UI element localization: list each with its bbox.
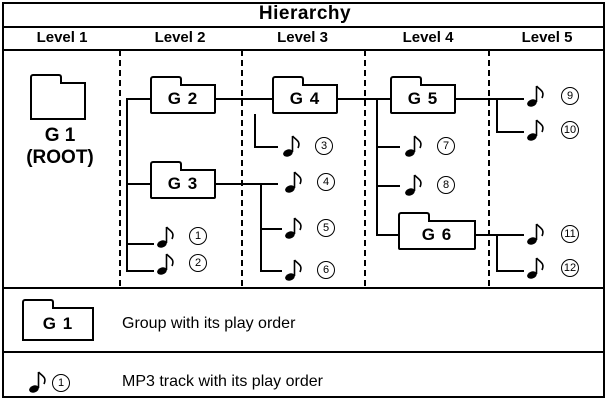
track-number: 8: [437, 175, 455, 194]
legend-folder-icon: G 1: [22, 299, 94, 341]
title-divider: [2, 26, 605, 28]
connector-line: [496, 131, 524, 133]
group-g4-label: G 4: [289, 89, 321, 108]
level-3-header: Level 3: [277, 29, 328, 46]
root-label-line1: G 1: [44, 125, 76, 146]
connector-line: [260, 270, 282, 272]
connector-line: [260, 183, 262, 271]
connector-line: [376, 146, 400, 148]
connector-line: [254, 114, 256, 147]
circled-number: 5: [317, 219, 335, 237]
circled-number: 8: [437, 176, 455, 194]
connector-line: [216, 98, 272, 100]
music-note-icon: [527, 119, 544, 141]
connector-line: [456, 98, 524, 100]
music-note-icon: [157, 253, 174, 275]
track-number: 10: [561, 120, 579, 139]
connector-line: [126, 98, 150, 100]
circled-number: 1: [189, 227, 207, 245]
legend-group-text: Group with its play order: [122, 315, 296, 332]
group-g3: G 3: [150, 161, 216, 199]
diagram-frame: [2, 2, 605, 398]
music-note-icon: [405, 174, 422, 196]
music-note-icon: [527, 223, 544, 245]
level-4-header: Level 4: [402, 29, 454, 46]
connector-line: [126, 243, 154, 245]
header-divider: [2, 49, 605, 51]
circled-number: 9: [561, 87, 579, 105]
legend-track-text: MP3 track with its play order: [122, 373, 323, 390]
music-note-icon: [29, 371, 46, 393]
column-separator: [488, 50, 490, 286]
connector-line: [376, 185, 400, 187]
connector-line: [376, 98, 378, 234]
track-number: 7: [437, 136, 455, 155]
track-number: 12: [561, 258, 579, 277]
track-number: 4: [317, 172, 335, 191]
track-number: 3: [315, 136, 333, 155]
connector-line: [338, 98, 394, 100]
connector-line: [260, 228, 282, 230]
connector-line: [376, 234, 398, 236]
column-separator: [364, 50, 366, 286]
legend-track-number: 1: [52, 373, 70, 392]
group-g6-label: G 6: [421, 225, 453, 244]
connector-line: [496, 234, 498, 271]
track-number: 11: [561, 224, 579, 243]
music-note-icon: [527, 85, 544, 107]
circled-number: 2: [189, 254, 207, 272]
column-separator: [241, 50, 243, 286]
group-g2: G 2: [150, 76, 216, 114]
connector-line: [126, 183, 150, 185]
legend-divider: [2, 351, 605, 353]
connector-line: [496, 98, 498, 132]
diagram-title: Hierarchy: [258, 3, 352, 24]
track-number: 9: [561, 86, 579, 105]
music-note-icon: [285, 217, 302, 239]
circled-number: 4: [317, 173, 335, 191]
circled-number: 12: [561, 259, 579, 277]
legend-group-label: G 1: [42, 314, 74, 333]
music-note-icon: [405, 135, 422, 157]
connector-line: [496, 270, 524, 272]
circled-number: 3: [315, 137, 333, 155]
level-5-header: Level 5: [521, 29, 573, 46]
track-number: 5: [317, 218, 335, 237]
column-separator: [119, 50, 121, 286]
group-g4: G 4: [272, 76, 338, 114]
track-number: 1: [189, 226, 207, 245]
music-note-icon: [285, 259, 302, 281]
group-g6: G 6: [398, 212, 476, 250]
circled-number: 10: [561, 121, 579, 139]
legend-divider: [2, 287, 605, 289]
music-note-icon: [283, 135, 300, 157]
connector-line: [216, 183, 278, 185]
group-g5-label: G 5: [407, 89, 439, 108]
level-2-header: Level 2: [154, 29, 206, 46]
group-g5: G 5: [390, 76, 456, 114]
music-note-icon: [285, 171, 302, 193]
circled-number: 6: [317, 261, 335, 279]
connector-line: [476, 234, 524, 236]
connector-line: [126, 270, 154, 272]
track-number: 6: [317, 260, 335, 279]
group-g3-label: G 3: [167, 174, 199, 193]
connector-line: [254, 146, 278, 148]
group-g2-label: G 2: [167, 89, 199, 108]
level-1-header: Level 1: [36, 29, 88, 46]
music-note-icon: [527, 257, 544, 279]
root-label-line2: (ROOT): [26, 147, 94, 168]
circled-number: 1: [52, 374, 70, 392]
root-folder-icon: [30, 74, 86, 120]
music-note-icon: [157, 226, 174, 248]
circled-number: 7: [437, 137, 455, 155]
circled-number: 11: [561, 225, 579, 243]
track-number: 2: [189, 253, 207, 272]
